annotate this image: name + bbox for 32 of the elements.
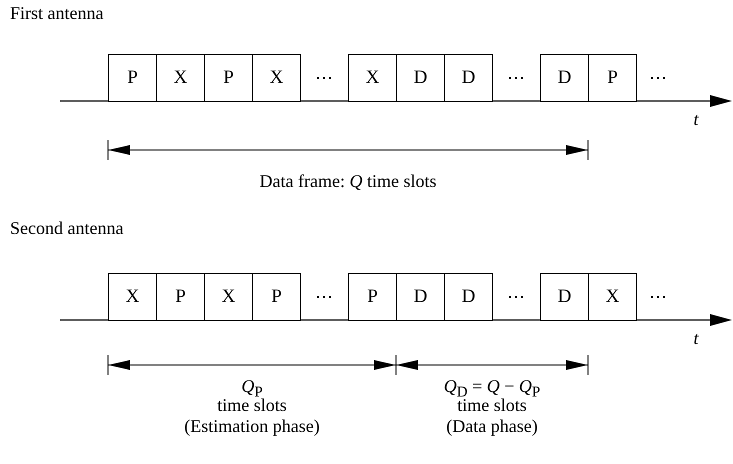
axis-label: t [694, 327, 698, 349]
time-slot: D [540, 54, 589, 102]
ellipsis: ⋯ [649, 67, 667, 89]
time-slot: P [588, 54, 637, 102]
row-title: First antenna [10, 2, 104, 24]
axis-label: t [694, 108, 698, 130]
dimension-label: (Data phase) [446, 415, 538, 437]
time-slot: D [396, 273, 445, 321]
time-slot: X [588, 273, 637, 321]
ellipsis: ⋯ [315, 67, 333, 89]
ellipsis: ⋯ [649, 286, 667, 308]
time-slot: D [444, 273, 493, 321]
time-slot: P [156, 273, 205, 321]
dimension-label: (Estimation phase) [184, 415, 320, 437]
time-slot: D [396, 54, 445, 102]
ellipsis: ⋯ [507, 67, 525, 89]
ellipsis: ⋯ [315, 286, 333, 308]
time-slot: X [348, 54, 397, 102]
row-title: Second antenna [10, 217, 124, 239]
time-slot: X [156, 54, 205, 102]
time-slot: P [108, 54, 157, 102]
time-slot: X [252, 54, 301, 102]
dimension-label: Data frame: Q time slots [260, 170, 436, 192]
time-slot: D [444, 54, 493, 102]
ellipsis: ⋯ [507, 286, 525, 308]
time-slot: X [108, 273, 157, 321]
time-slot: P [204, 54, 253, 102]
time-slot: D [540, 273, 589, 321]
time-slot: X [204, 273, 253, 321]
time-slot: P [252, 273, 301, 321]
time-slot: P [348, 273, 397, 321]
dimension-label: time slots [457, 395, 527, 416]
